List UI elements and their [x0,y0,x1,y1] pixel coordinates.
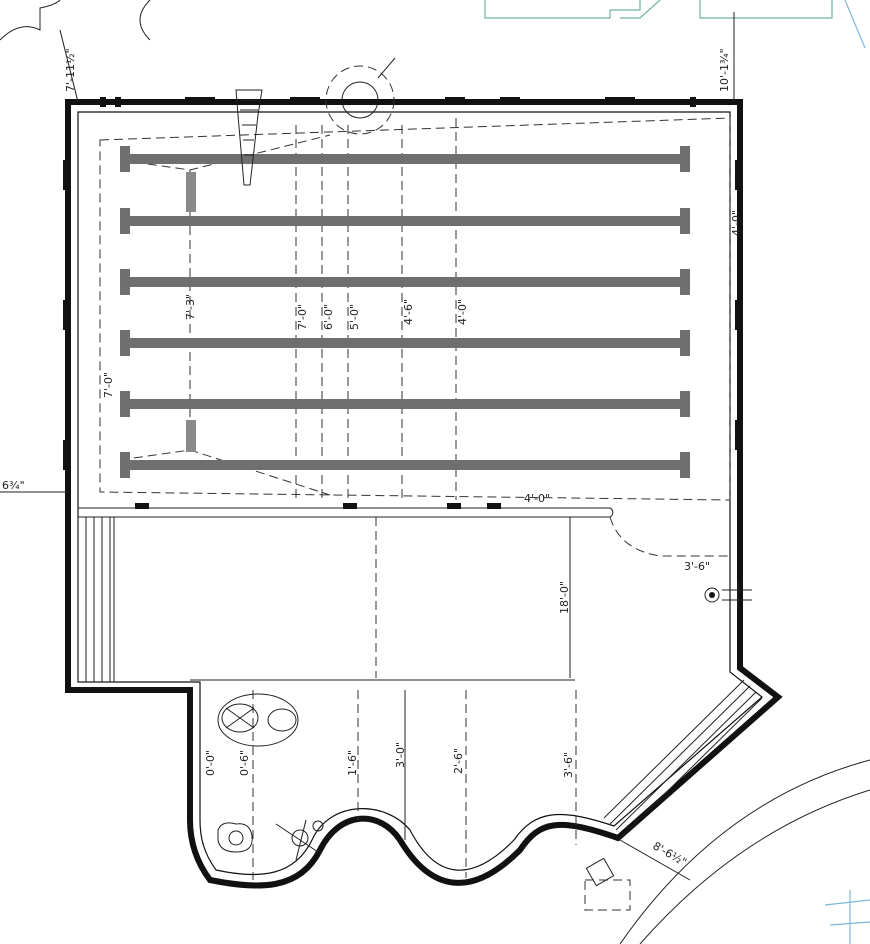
drain-grate [186,420,196,452]
pool-wall [65,99,783,889]
lounge-area-outline [252,690,577,880]
wall-ticks [63,97,743,470]
lane-line [120,146,690,172]
dim-left-mid: 6¾" [2,479,25,492]
dim-depth-a: 7'-3" [184,294,197,320]
turtle-fountain-icon [217,693,299,747]
lane-line [120,391,690,417]
entry-steps [77,516,115,683]
lane-lines [120,146,690,478]
dim-depth-e: 4'-6" [402,299,415,325]
dim-spa-e: 2'-6" [452,748,465,774]
dim-top-right: 10'-1¾" [718,48,731,92]
dim-spa-c: 1'-6" [346,750,359,776]
lane-line [120,452,690,478]
drain-grate [186,172,196,212]
skimmer-icon [704,582,752,608]
shallow-area-outline [190,517,575,681]
dimension-leaders [0,12,735,881]
lane-line [120,269,690,295]
dim-shallow-length: 18'-0" [558,581,571,614]
dim-spa-b: 0'-6" [238,750,251,776]
dim-right-upper: 4'-0" [730,210,743,236]
dim-bottom-right: 8'-6½" [651,839,689,869]
dim-spa-d: 3'-0" [394,742,407,768]
dim-depth-b: 7'-0" [296,304,309,330]
diving-board-icon [325,57,396,135]
corner-steps [603,679,763,837]
lane-line [120,330,690,356]
pool-light-icon [275,819,324,861]
return-jet-icon [584,857,631,911]
shelf-line [78,503,730,557]
dim-depth-d: 5'-0" [348,304,361,330]
dim-depth-c: 6'-0" [322,304,335,330]
dim-shelf-width: 4'-0" [524,492,550,505]
lane-line [120,208,690,234]
dim-step-offset: 3'-6" [684,560,710,573]
dim-depth-end: 7'-0" [102,372,115,398]
rock-feature-icon [217,822,253,853]
dim-spa-f: 3'-6" [562,752,575,778]
ladder-icon [235,89,263,186]
dim-spa-a: 0'-0" [204,750,217,776]
dim-top-left: 7'-11½" [64,48,77,92]
dim-depth-f: 4'-0" [456,299,469,325]
